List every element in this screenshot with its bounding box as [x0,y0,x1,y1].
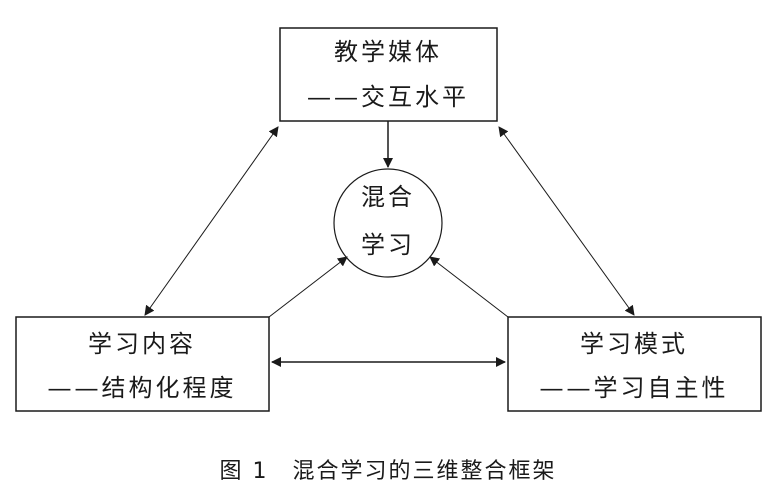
node-blended-learning: 混合 学习 [333,168,443,278]
node-learning-mode: 学习模式 ——学习自主性 [507,316,762,412]
node-learning-content: 学习内容 ——结构化程度 [15,316,270,412]
node-learning-mode-box [507,316,762,412]
arrow-content-to-blended [268,256,348,318]
arrow-media-content-bidirectional [144,126,279,316]
node-teaching-media-title: 教学媒体 [334,38,442,66]
node-teaching-media: 教学媒体 ——交互水平 [279,27,498,122]
node-learning-mode-subtitle: ——学习自主性 [540,374,729,402]
node-blended-learning-line1: 混合 [361,183,415,211]
node-blended-learning-line2: 学习 [361,231,415,259]
node-teaching-media-subtitle: ——交互水平 [307,83,469,111]
node-learning-mode-title: 学习模式 [580,330,688,358]
node-learning-content-box [15,316,270,412]
node-blended-learning-circle [333,168,443,278]
arrow-media-mode-bidirectional [498,126,635,316]
arrow-mode-to-blended [429,256,509,318]
node-learning-content-subtitle: ——结构化程度 [48,374,237,402]
node-teaching-media-box [279,27,498,122]
node-learning-content-title: 学习内容 [88,330,196,358]
figure-caption: 图 1 混合学习的三维整合框架 [220,459,557,484]
